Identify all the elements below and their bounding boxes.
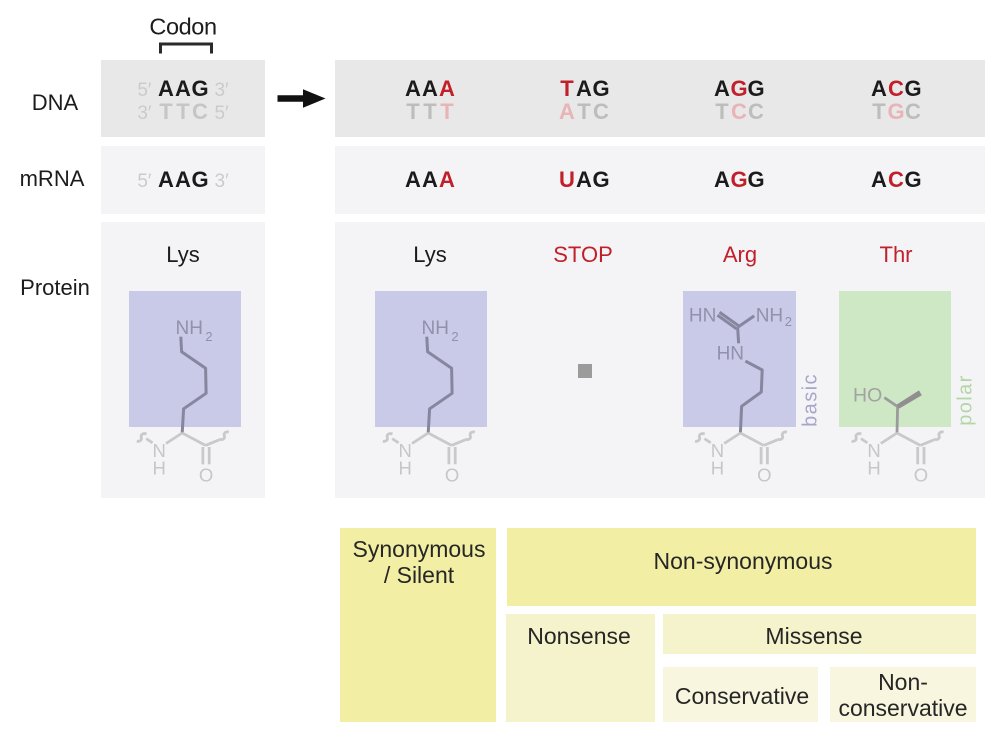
svg-text:HN: HN xyxy=(689,305,716,326)
svg-text:NH: NH xyxy=(756,305,783,326)
svg-text:HO: HO xyxy=(853,385,882,407)
svg-text:2: 2 xyxy=(785,314,792,329)
svg-text:HN: HN xyxy=(717,343,744,364)
